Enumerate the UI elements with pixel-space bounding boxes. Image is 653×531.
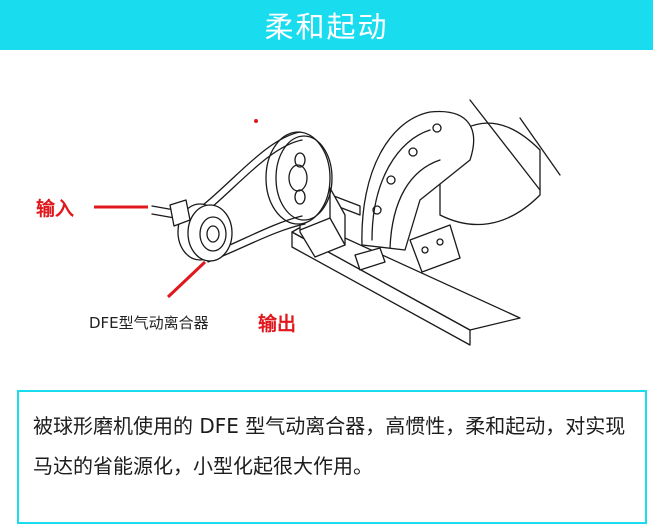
description-box: 被球形磨机使用的 DFE 型气动离合器，高惯性，柔和起动，对实现马达的省能源化，… (17, 390, 647, 524)
output-label: 输出 (258, 313, 297, 335)
support-block (409, 224, 461, 273)
bearing-housing (361, 110, 475, 251)
description-text: 被球形磨机使用的 DFE 型气动离合器，高惯性，柔和起动，对实现马达的省能源化，… (33, 414, 626, 478)
header-banner: 柔和起动 (0, 0, 653, 50)
clutch-diagram (94, 99, 561, 346)
clutch-model-label: DFE型气动离合器 (89, 314, 209, 332)
input-label: 输入 (36, 198, 75, 220)
output-arrow (166, 260, 207, 299)
page-title: 柔和起动 (264, 10, 389, 44)
red-dot (254, 119, 258, 123)
